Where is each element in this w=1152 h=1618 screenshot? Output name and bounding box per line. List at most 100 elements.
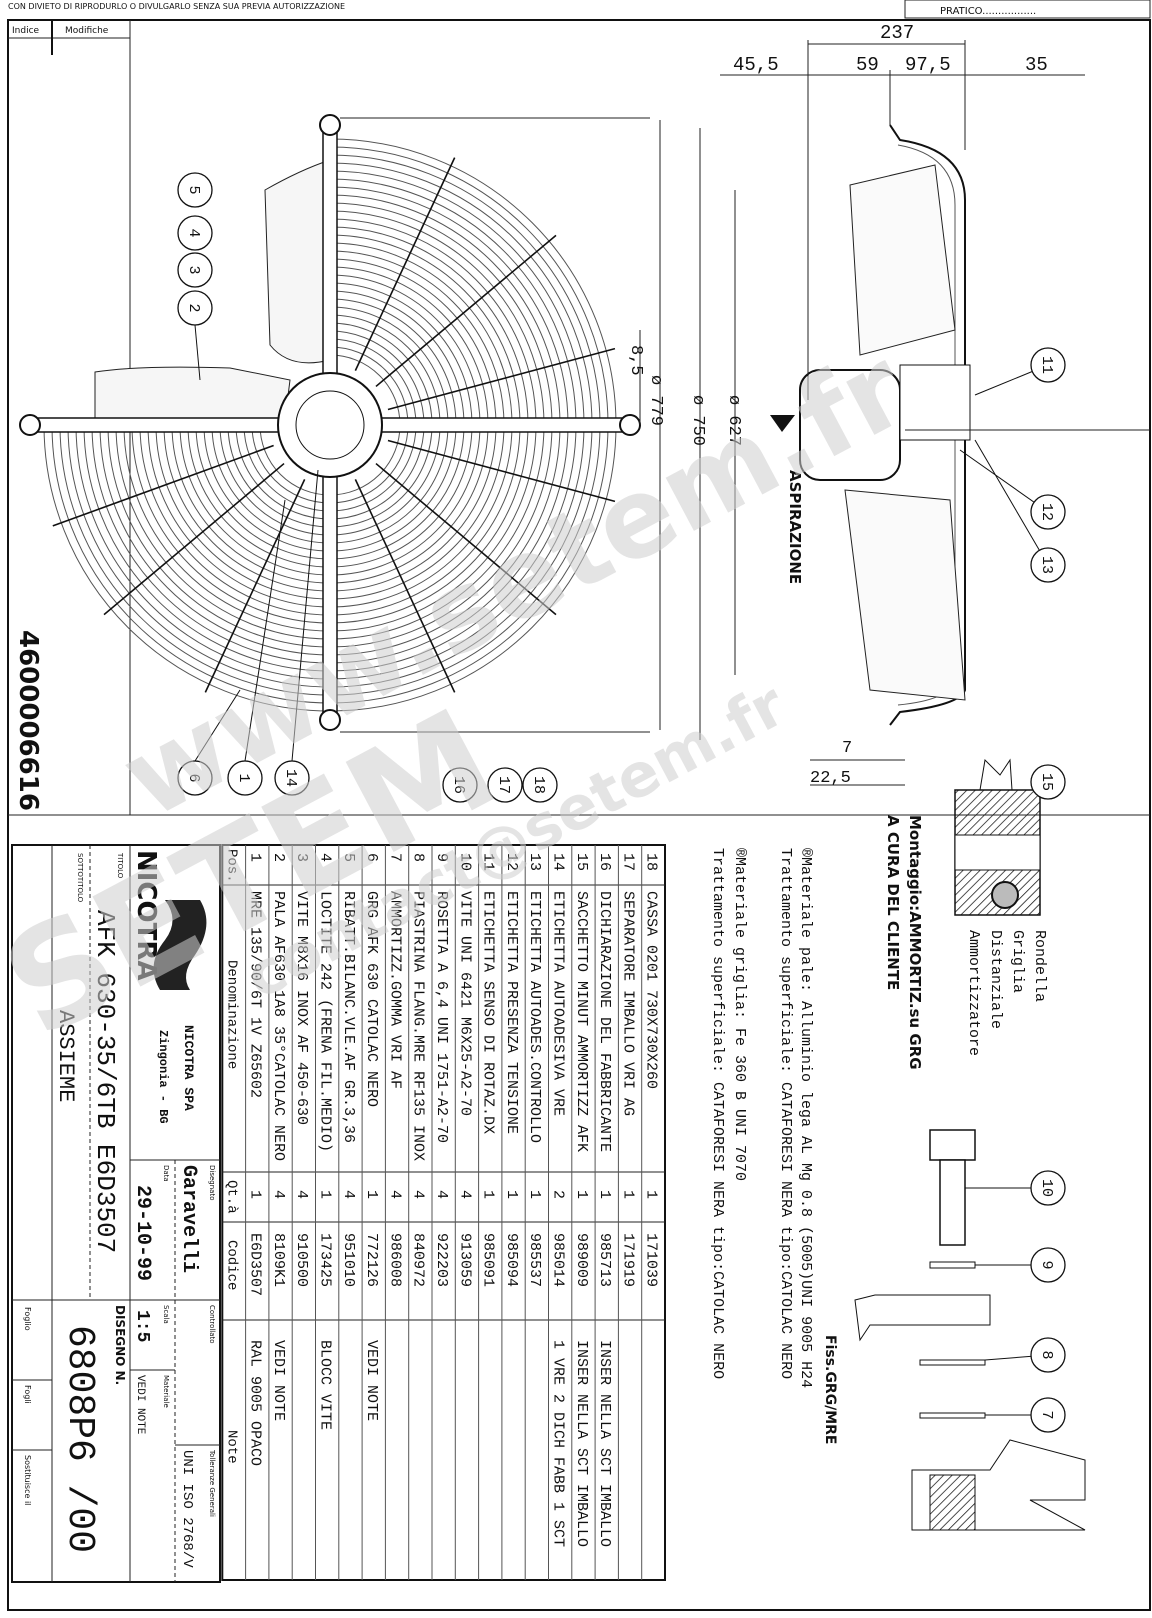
bom-qty: 1	[480, 1190, 497, 1199]
side-dimensions: 237 45,5 59 97,5 35 7 22,5	[720, 22, 1085, 788]
drawn-label: Disegnato	[208, 1165, 216, 1201]
bom-pos: 10	[456, 853, 473, 871]
sheet-label: Foglio	[23, 1307, 32, 1331]
bom-qty: 4	[293, 1190, 310, 1199]
balloon-number: 12	[1038, 503, 1055, 521]
balloon-number: 5	[185, 185, 202, 194]
balloon-item-10: 10	[965, 1170, 1066, 1206]
balloon-number: 1	[235, 773, 252, 782]
bom-qty: 1	[363, 1190, 380, 1199]
guard-ring	[51, 146, 609, 704]
header-pos: Pos.	[223, 849, 239, 883]
balloon-item-18: 18	[522, 767, 558, 803]
bom-name: PALA AF630 1A8 35°CATOLAC NERO	[270, 891, 287, 1161]
balloon-number: 17	[495, 776, 512, 794]
mounting-eyelet-top	[319, 114, 341, 136]
bom-qty: 4	[410, 1190, 427, 1199]
dim-35: 35	[1025, 54, 1048, 76]
bom-qty: 1	[317, 1190, 334, 1199]
balloon-number: 4	[185, 228, 202, 237]
guard-ring	[123, 218, 537, 632]
bom-pos: 9	[433, 853, 450, 862]
guard-ring	[203, 298, 457, 552]
dim-inner-diameter: ø 627	[724, 395, 743, 446]
bom-name: SEPARATORE IMBALLO VRI AG	[619, 891, 636, 1116]
bom-code: 772126	[363, 1233, 380, 1287]
balloon-item-8: 8	[984, 1337, 1066, 1373]
fan-blade-left	[94, 366, 291, 421]
header-note: Note	[223, 1430, 239, 1464]
bom-code: 922203	[433, 1233, 450, 1287]
balloon-number: 3	[185, 265, 202, 274]
bom-pos: 3	[293, 853, 310, 862]
bom-pos: 18	[643, 853, 660, 871]
pratico-field: PRATICO.................	[940, 6, 1036, 17]
guard-ring	[91, 186, 569, 664]
balloon-number: 9	[1038, 1260, 1055, 1269]
balloon-number: 2	[185, 303, 202, 312]
header-code: Codice	[223, 1240, 239, 1290]
airflow-label: ASPIRAZIONE	[786, 470, 804, 584]
balloon-number: 16	[450, 776, 467, 794]
fixing-exploded-view	[854, 1129, 1086, 1531]
guard-spoke	[375, 234, 557, 388]
date-label: Data	[162, 1165, 170, 1182]
bom-code: 985713	[596, 1233, 613, 1287]
bolt-shank	[939, 1159, 966, 1246]
material-label: Materiale	[162, 1375, 170, 1408]
balloon-item-12: 12	[959, 449, 1066, 530]
replaces-label: Sostituisce il	[23, 1455, 32, 1505]
damper-detail: Rondella Griglia Distanziale Ammortizzat…	[954, 758, 1048, 1056]
note-guard-treatment: Trattamento superficiale: CATAFORESI NER…	[709, 848, 726, 1379]
revision-index-label: Indice	[12, 26, 40, 36]
note-blades-material: ®Materiale pale: Alluminio lega AL Mg 0.…	[797, 848, 814, 1388]
guard-ring	[43, 138, 617, 712]
label-guard: Griglia	[1009, 930, 1026, 993]
pratico-box	[904, 0, 1151, 19]
guard-ring	[227, 322, 433, 528]
balloon-item-17: 17	[487, 767, 523, 803]
mounting-eyelet-bottom	[319, 709, 341, 731]
bom-code: 985537	[526, 1233, 543, 1287]
guard-spoke	[103, 462, 285, 616]
bom-code: 8109K1	[270, 1233, 287, 1287]
guard-spoke	[204, 479, 306, 693]
company-name: NICOTRA SPA	[181, 1025, 196, 1111]
dim-guard-diameter: ø 779	[646, 375, 665, 426]
washer-9	[929, 1261, 976, 1269]
bom-code: E6D3507	[247, 1233, 264, 1296]
label-washer: Rondella	[1031, 930, 1048, 1002]
company-city: Zingonia - BG	[156, 1030, 170, 1124]
guard-spoke	[354, 479, 456, 693]
guard-ring	[139, 234, 521, 616]
drawing-date: 29-10-99	[131, 1185, 154, 1281]
balloon-item-14: 14	[274, 469, 319, 796]
bom-name: ETICHETTA PRESENZA TENSIONE	[503, 891, 520, 1134]
title-label: TITOLO	[116, 852, 124, 879]
bom-code: 171919	[619, 1233, 636, 1287]
guard-spoke	[354, 157, 456, 371]
damper-7	[919, 1412, 986, 1419]
bom-code: 840972	[410, 1233, 427, 1287]
assembly-note-line1: Montaggio:AMMORTIZ.su GRG	[906, 815, 924, 1070]
scale-value: 1:5	[132, 1310, 152, 1342]
bolt-head	[929, 1129, 976, 1161]
bom-name: GRG AFK 630 CATOLAC NERO	[363, 891, 380, 1107]
bom-qty: 4	[456, 1190, 473, 1199]
guard-ring	[243, 338, 417, 512]
guard-spoke	[387, 439, 616, 503]
label-spacer: Distanziale	[987, 930, 1004, 1029]
bom-name: CASSA 0201 730X730X260	[643, 891, 660, 1089]
bom-code: 913059	[456, 1233, 473, 1287]
part-number: 4600006616	[13, 630, 43, 811]
bom-name: VITE M8X16 INOX AF 450-630	[293, 891, 310, 1125]
balloon-item-5: 5	[177, 172, 213, 208]
